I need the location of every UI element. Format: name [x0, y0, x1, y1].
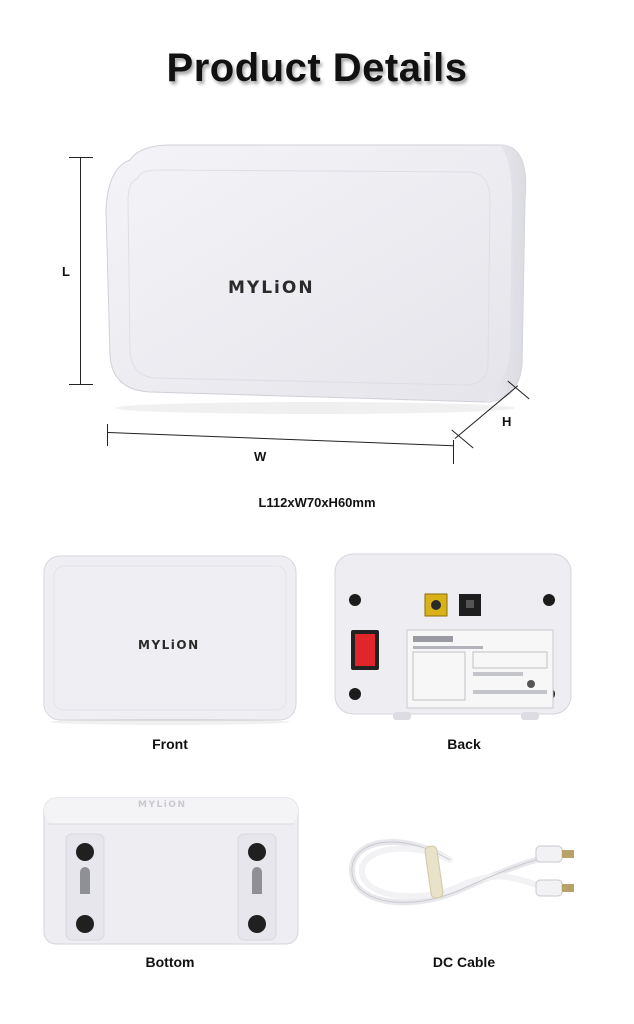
dimension-label-l: L: [62, 264, 70, 279]
dimension-label-h: H: [502, 414, 512, 429]
main-device-illustration: [105, 144, 527, 414]
screw-hole-icon: [349, 594, 361, 606]
dimension-tick-w-left: [107, 424, 108, 446]
dc-cable-caption: DC Cable: [432, 954, 496, 970]
back-caption: Back: [447, 736, 481, 752]
back-view-image: [333, 548, 573, 726]
dimension-tick-l-bottom: [69, 384, 93, 385]
brand-logo-main: MYLiON: [228, 278, 315, 298]
dc-cable-illustration: [348, 839, 574, 906]
bottom-device-illustration: [43, 797, 299, 945]
bottom-view-image: MYLiON: [40, 796, 302, 948]
main-product-view: MYLiON: [60, 140, 580, 480]
dimension-tick-l-top: [69, 157, 93, 158]
brand-logo-bottom-text: MYLiON: [138, 800, 187, 810]
back-device-illustration: [334, 553, 572, 720]
brand-logo-bottom-faint: MYLiON: [138, 800, 186, 810]
screw-hole-icon: [349, 688, 361, 700]
dc-cable-image: [340, 820, 580, 930]
page-title: Product Details: [166, 46, 468, 90]
screw-hole-icon: [543, 594, 555, 606]
dimension-label-w: W: [254, 449, 267, 464]
front-caption: Front: [152, 736, 188, 752]
front-device-illustration: [43, 555, 297, 725]
front-view-image: MYLiON: [40, 550, 302, 728]
brand-logo-front: MYLiON: [138, 638, 200, 652]
dimension-tick-w-right: [453, 440, 454, 464]
dimension-spec-text: L112xW70xH60mm: [258, 495, 376, 510]
bottom-caption: Bottom: [145, 954, 195, 970]
dimension-line-l: [80, 158, 81, 384]
